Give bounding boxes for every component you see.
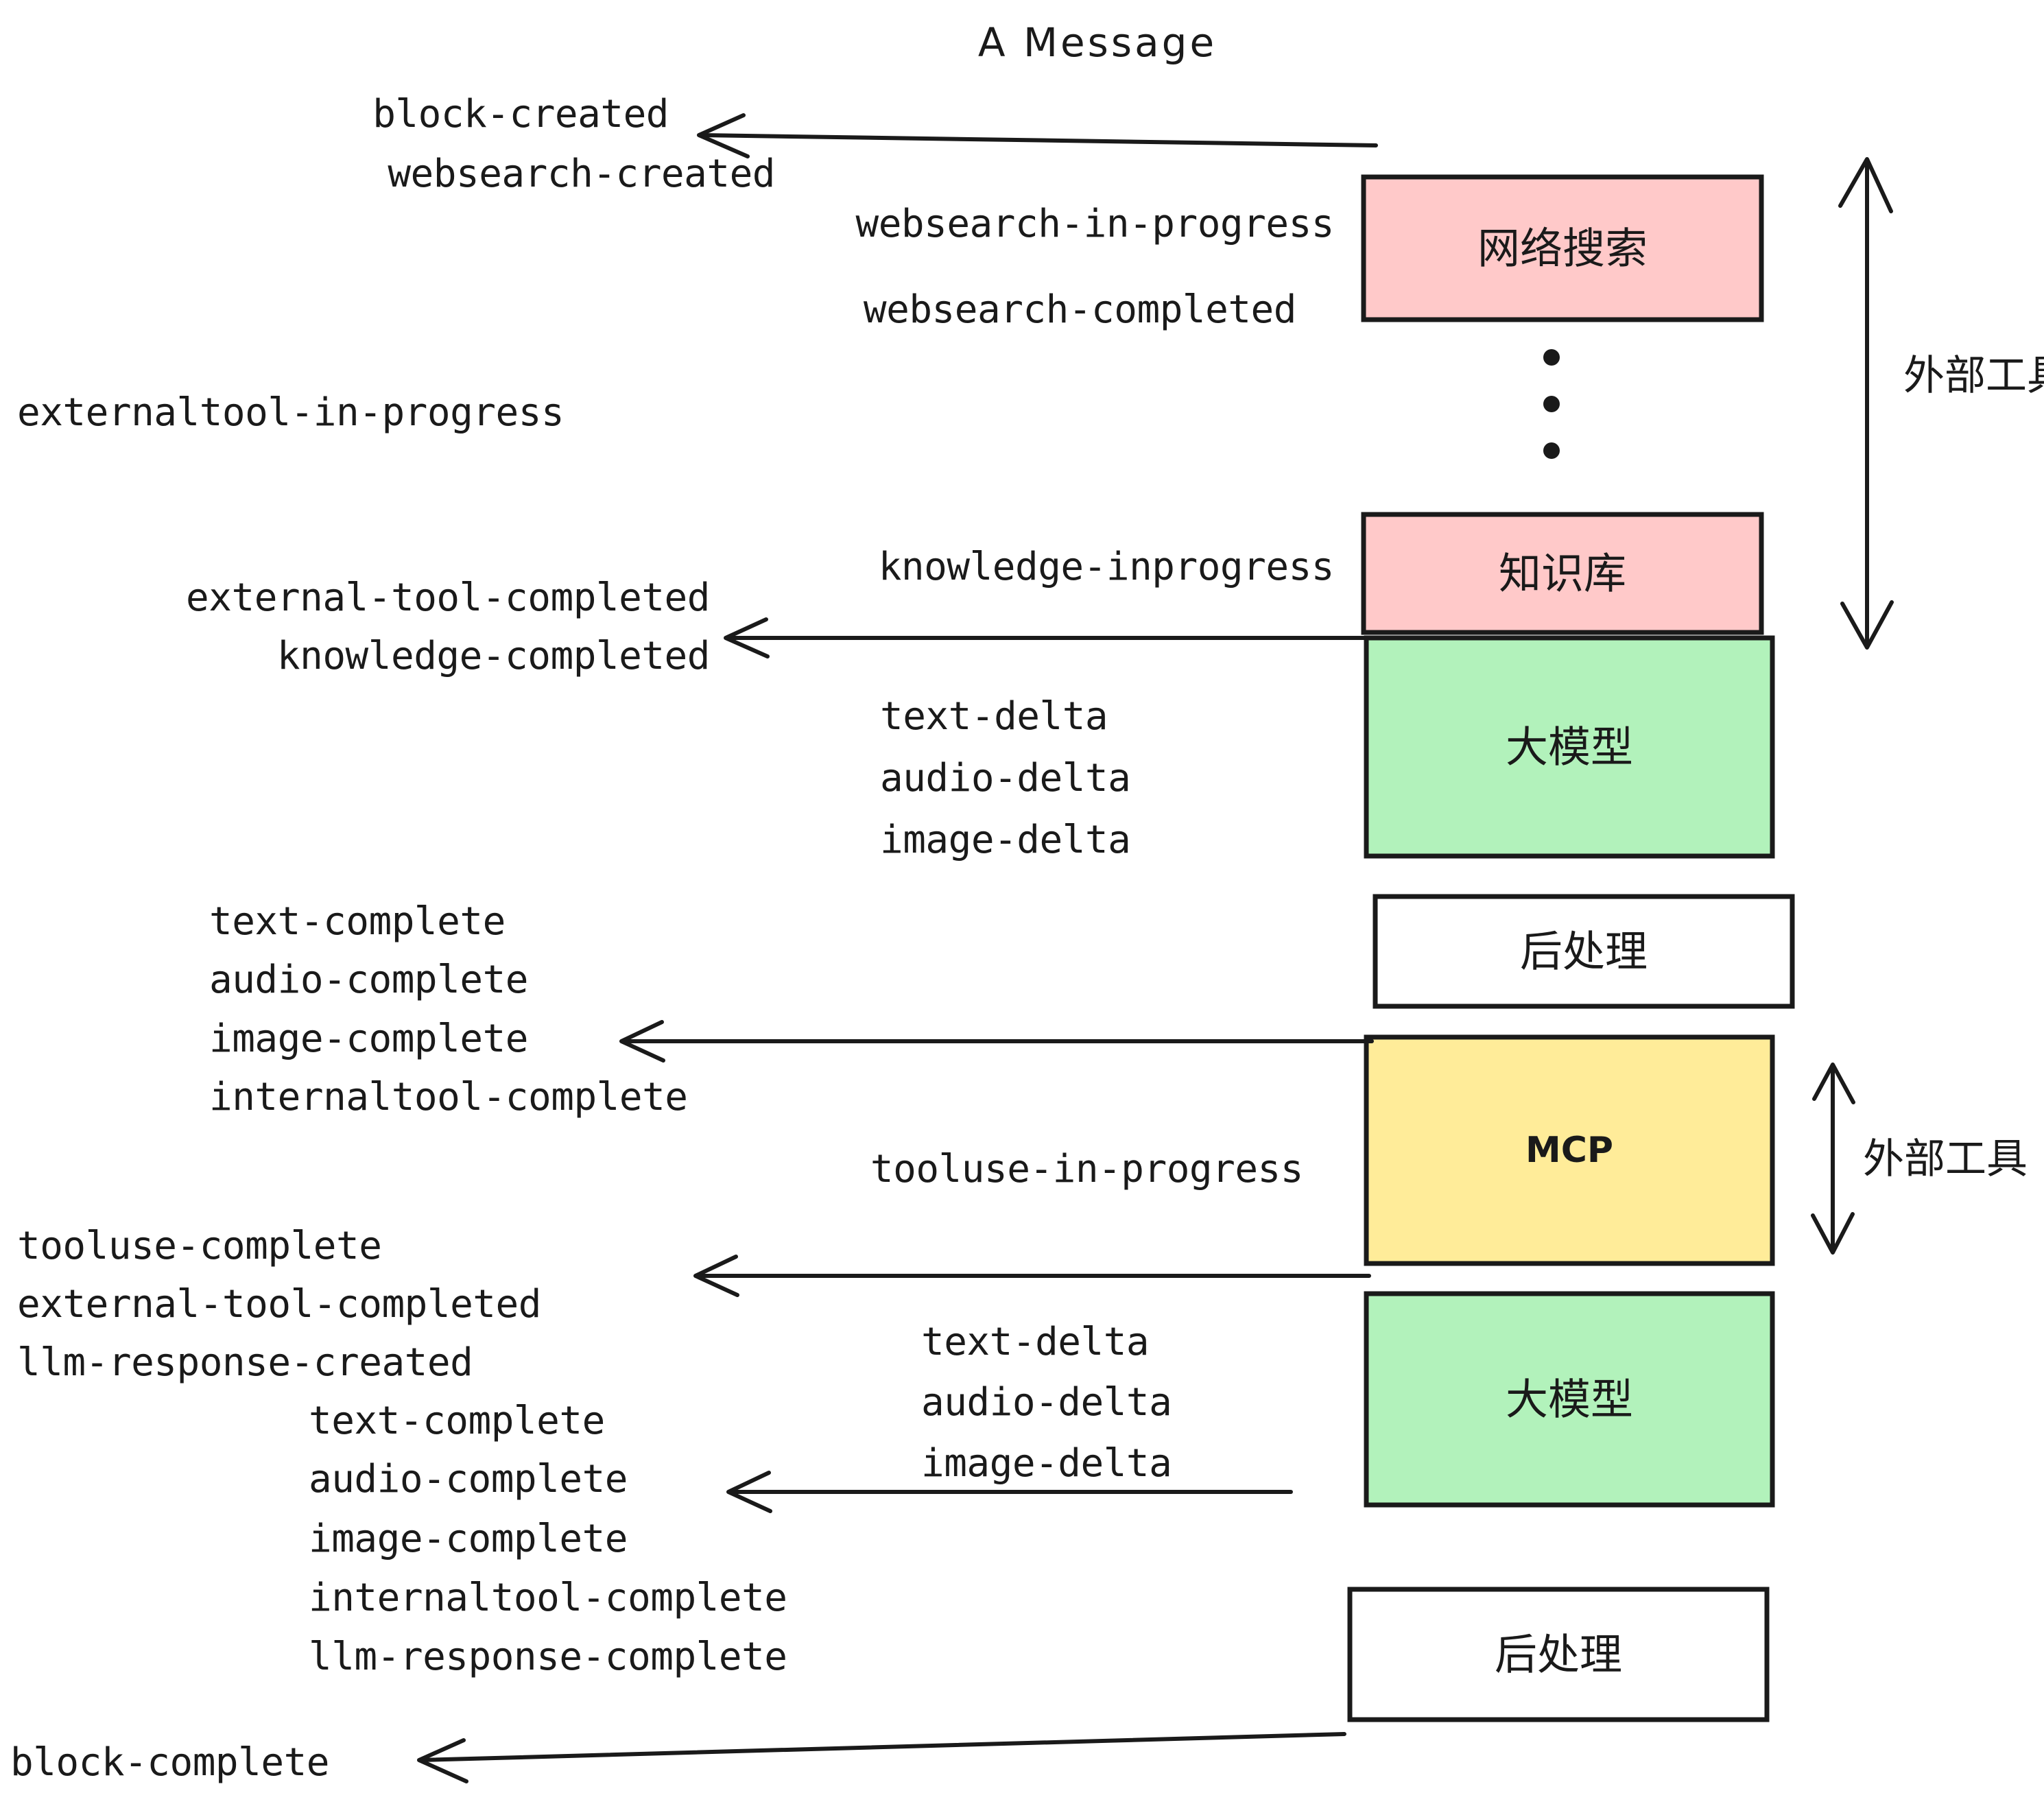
event-internaltool-complete-2: internaltool-complete — [309, 1576, 787, 1620]
box-websearch[interactable] — [1361, 174, 1764, 322]
event-websearch-in-progress: websearch-in-progress — [855, 202, 1334, 246]
event-tooluse-complete: tooluse-complete — [17, 1224, 381, 1268]
event-externaltool-in-progress: externaltool-in-progress — [17, 390, 564, 435]
event-internaltool-complete-1: internaltool-complete — [209, 1075, 688, 1119]
event-block-created: block-created — [372, 92, 669, 137]
event-audio-delta-2: audio-delta — [921, 1380, 1172, 1425]
event-text-delta-2: text-delta — [921, 1320, 1149, 1364]
event-websearch-created: websearch-created — [388, 152, 775, 196]
event-image-complete-1: image-complete — [209, 1017, 528, 1061]
event-image-delta-1: image-delta — [880, 818, 1130, 862]
box-postprocessing-2-label: 后处理 — [1495, 1630, 1622, 1680]
arrow-audio-complete — [726, 1471, 1293, 1513]
arrow-block-created — [697, 113, 1378, 158]
event-image-delta-2: image-delta — [921, 1441, 1172, 1486]
box-postprocessing-2[interactable] — [1347, 1587, 1770, 1722]
box-postprocessing-1-label: 后处理 — [1520, 927, 1648, 977]
external-tools-top-label: 外部工具 — [1903, 352, 2044, 400]
arrow-knowledge-completed — [724, 617, 1370, 658]
event-text-complete-2: text-complete — [309, 1399, 605, 1443]
box-mcp[interactable] — [1364, 1034, 1775, 1266]
box-llm-2-label: 大模型 — [1506, 1375, 1633, 1425]
external-tools-bottom-arrow — [1811, 1063, 1855, 1255]
arrow-tooluse-complete — [693, 1255, 1371, 1297]
event-external-tool-completed-2: external-tool-completed — [17, 1282, 541, 1327]
event-websearch-completed: websearch-completed — [864, 287, 1296, 332]
arrow-image-complete — [619, 1020, 1374, 1063]
box-mcp-label: MCP — [1525, 1130, 1613, 1171]
external-tools-bottom-label: 外部工具 — [1863, 1135, 2028, 1183]
event-audio-complete-1: audio-complete — [209, 958, 528, 1002]
event-audio-delta-1: audio-delta — [880, 756, 1130, 800]
box-llm-1[interactable] — [1364, 635, 1775, 859]
diagram-title: A Message — [978, 19, 1217, 66]
external-tools-top-arrow — [1838, 157, 1894, 650]
event-tooluse-in-progress: tooluse-in-progress — [870, 1147, 1303, 1191]
event-external-tool-completed-1: external-tool-completed — [186, 575, 710, 620]
event-text-delta-1: text-delta — [880, 694, 1108, 739]
event-knowledge-completed: knowledge-completed — [277, 634, 710, 678]
box-knowledge-label: 知识库 — [1499, 549, 1626, 599]
arrow-block-complete — [417, 1732, 1346, 1783]
event-text-complete-1: text-complete — [209, 899, 506, 944]
event-audio-complete-2: audio-complete — [309, 1457, 628, 1502]
ellipsis-dot-1 — [1543, 349, 1560, 366]
box-llm-2[interactable] — [1364, 1291, 1775, 1508]
event-llm-response-created: llm-response-created — [17, 1340, 473, 1385]
box-knowledge[interactable] — [1361, 512, 1764, 635]
box-websearch-label: 网络搜索 — [1477, 224, 1648, 274]
box-postprocessing-1[interactable] — [1372, 894, 1795, 1009]
event-image-complete-2: image-complete — [309, 1517, 628, 1561]
box-llm-1-label: 大模型 — [1506, 722, 1633, 772]
ellipsis-dot-3 — [1543, 442, 1560, 459]
event-knowledge-inprogress: knowledge-inprogress — [879, 545, 1334, 589]
ellipsis-dot-2 — [1543, 396, 1560, 412]
event-llm-response-complete: llm-response-complete — [309, 1635, 787, 1679]
event-block-complete: block-complete — [10, 1740, 329, 1785]
